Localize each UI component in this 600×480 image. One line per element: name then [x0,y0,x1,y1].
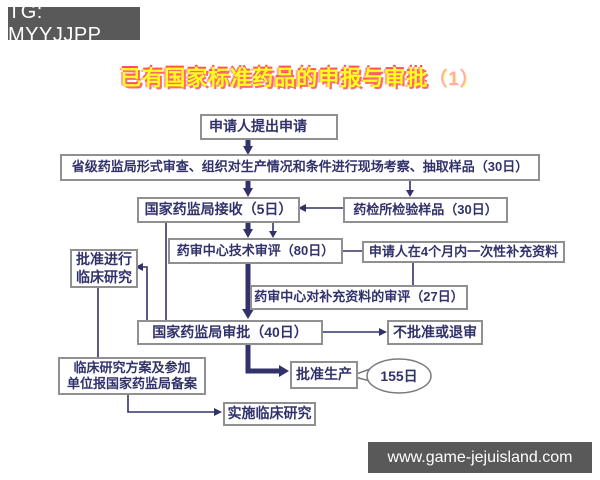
slide-title-text: 已有国家标准药品的申报与审批 [120,67,429,90]
callout-155-days-label: 155日 [380,368,418,384]
node-supplement-materials: 申请人在4个月内一次性补充资料 [362,241,565,263]
node-cde-technical-review: 药审中心技术审评（80日） [168,238,343,264]
node-lab-test: 药检所检验样品（30日） [343,197,508,223]
callout-155-days-shape [348,358,432,394]
node-clinical-approval: 批准进行 临床研究 [70,249,138,288]
node-supplement-review: 药审中心对补充资料的审评（27日） [250,285,468,310]
slide-title: 已有国家标准药品的申报与审批（1） [0,62,600,92]
node-reject-or-return: 不批准或退审 [387,320,483,345]
arrow-approval-to-clinapprove [143,266,148,320]
slide-title-suffix: （1） [428,69,480,90]
thin-connectors [97,181,414,416]
node-sfda-approval: 国家药监局审批（40日） [137,320,323,345]
thick-arrows [242,140,289,377]
arrow-approval-to-production [245,344,279,374]
node-production-approval: 批准生产 [290,361,358,389]
node-provincial-review: 省级药监局形式审查、组织对生产情况和条件进行现场考察、抽取样品（30日） [60,154,540,181]
website-watermark: www.game-jejuisland.com [368,442,592,473]
node-sfda-receive: 国家药监局接收（5日） [137,197,300,223]
node-applicant-submit: 申请人提出申请 [200,114,338,140]
node-implement-clinical-study: 实施临床研究 [223,402,316,426]
arrow-filing-to-implement [127,395,214,413]
node-clinical-filing: 临床研究方案及参加 单位报国家药监局备案 [58,357,206,395]
telegram-watermark: TG: MYYJJPP [8,1,140,46]
